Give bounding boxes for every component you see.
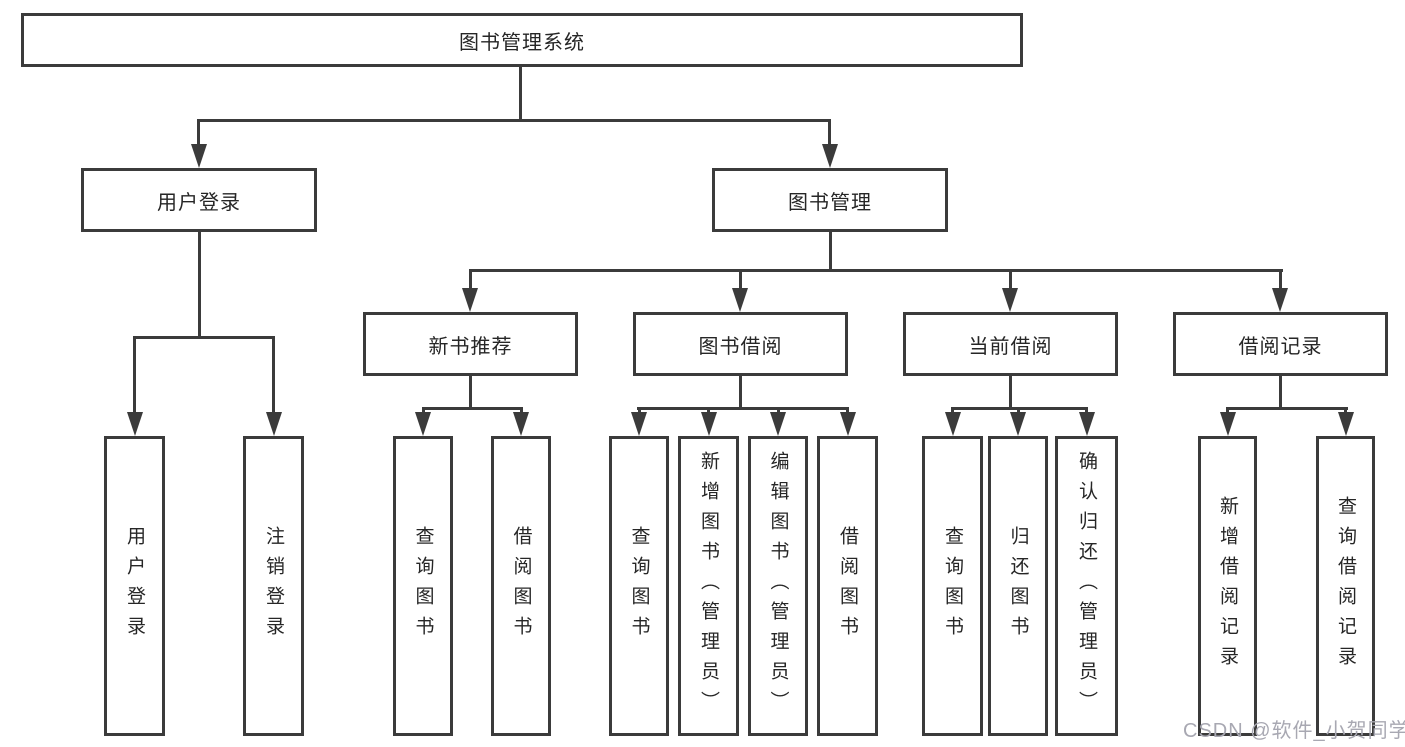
- connector-line: [469, 269, 1283, 272]
- connector-line: [197, 119, 200, 149]
- arrowhead-icon: [822, 144, 838, 168]
- arrowhead-icon: [1079, 412, 1095, 436]
- node-borrowing-records: 借阅记录: [1173, 312, 1388, 376]
- node-current-borrowing-label: 当前借阅: [968, 335, 1053, 358]
- connector-line: [197, 119, 831, 122]
- connector-line: [1009, 374, 1012, 409]
- node-user-login-label: 用户登录: [157, 191, 241, 214]
- connector-line: [133, 336, 136, 416]
- arrowhead-icon: [513, 412, 529, 436]
- node-root-label: 图书管理系统: [459, 31, 585, 54]
- leaf-user-login-label: 用户登录: [124, 526, 145, 646]
- connector-line: [422, 407, 523, 410]
- arrowhead-icon: [462, 288, 478, 312]
- arrowhead-icon: [1010, 412, 1026, 436]
- node-book-borrowing-label: 图书借阅: [698, 335, 783, 358]
- arrowhead-icon: [701, 412, 717, 436]
- node-root: 图书管理系统: [21, 13, 1023, 67]
- connector-line: [1279, 269, 1282, 291]
- leaf-add-book-admin: 新增图书（管理员）: [678, 436, 739, 736]
- arrowhead-icon: [1272, 288, 1288, 312]
- connector-line: [829, 232, 832, 272]
- leaf-return-book-label: 归还图书: [1007, 526, 1029, 646]
- leaf-edit-book-admin: 编辑图书（管理员）: [748, 436, 808, 736]
- arrowhead-icon: [266, 412, 282, 436]
- leaf-borrow-book-borrowing: 借阅图书: [817, 436, 878, 736]
- arrowhead-icon: [631, 412, 647, 436]
- leaf-edit-book-admin-label: 编辑图书（管理员）: [767, 451, 789, 721]
- arrowhead-icon: [1338, 412, 1354, 436]
- leaf-user-login: 用户登录: [104, 436, 165, 736]
- leaf-confirm-return-admin-label: 确认归还（管理员）: [1076, 451, 1097, 721]
- node-current-borrowing: 当前借阅: [903, 312, 1118, 376]
- connector-line: [133, 336, 275, 339]
- connector-line: [637, 407, 849, 410]
- node-book-management: 图书管理: [712, 168, 948, 232]
- connector-line: [519, 66, 522, 122]
- leaf-query-book-borrowing: 查询图书: [609, 436, 669, 736]
- arrowhead-icon: [191, 144, 207, 168]
- leaf-add-book-admin-label: 新增图书（管理员）: [698, 451, 719, 721]
- node-new-book-recommend-label: 新书推荐: [428, 335, 513, 358]
- connector-line: [272, 336, 275, 416]
- arrowhead-icon: [127, 412, 143, 436]
- leaf-return-book: 归还图书: [988, 436, 1048, 736]
- leaf-query-borrow-record: 查询借阅记录: [1316, 436, 1375, 736]
- leaf-query-book-recommend-label: 查询图书: [412, 526, 434, 646]
- arrowhead-icon: [770, 412, 786, 436]
- node-book-management-label: 图书管理: [788, 191, 872, 214]
- leaf-query-book-current: 查询图书: [922, 436, 983, 736]
- connector-line: [739, 269, 742, 291]
- leaf-query-book-borrowing-label: 查询图书: [628, 526, 650, 646]
- arrowhead-icon: [1002, 288, 1018, 312]
- leaf-add-borrow-record-label: 新增借阅记录: [1217, 496, 1238, 676]
- node-user-login: 用户登录: [81, 168, 317, 232]
- leaf-add-borrow-record: 新增借阅记录: [1198, 436, 1257, 736]
- connector-line: [828, 119, 831, 149]
- arrowhead-icon: [945, 412, 961, 436]
- leaf-query-borrow-record-label: 查询借阅记录: [1335, 496, 1356, 676]
- leaf-query-book-recommend: 查询图书: [393, 436, 453, 736]
- leaf-logout: 注销登录: [243, 436, 304, 736]
- node-borrowing-records-label: 借阅记录: [1238, 335, 1323, 358]
- csdn-watermark: CSDN @软件_小贺同学: [1183, 720, 1405, 742]
- leaf-borrow-book-recommend: 借阅图书: [491, 436, 551, 736]
- node-new-book-recommend: 新书推荐: [363, 312, 578, 376]
- arrowhead-icon: [415, 412, 431, 436]
- connector-line: [1279, 374, 1282, 409]
- arrowhead-icon: [732, 288, 748, 312]
- connector-line: [198, 232, 201, 338]
- arrowhead-icon: [1220, 412, 1236, 436]
- leaf-confirm-return-admin: 确认归还（管理员）: [1055, 436, 1118, 736]
- connector-line: [469, 374, 472, 409]
- leaf-logout-label: 注销登录: [263, 526, 284, 646]
- arrowhead-icon: [840, 412, 856, 436]
- leaf-query-book-current-label: 查询图书: [942, 526, 963, 646]
- connector-line: [739, 374, 742, 409]
- connector-line: [1226, 407, 1348, 410]
- node-book-borrowing: 图书借阅: [633, 312, 848, 376]
- connector-line: [1009, 269, 1012, 291]
- leaf-borrow-book-borrowing-label: 借阅图书: [837, 526, 858, 646]
- connector-line: [469, 269, 472, 291]
- leaf-borrow-book-recommend-label: 借阅图书: [510, 526, 532, 646]
